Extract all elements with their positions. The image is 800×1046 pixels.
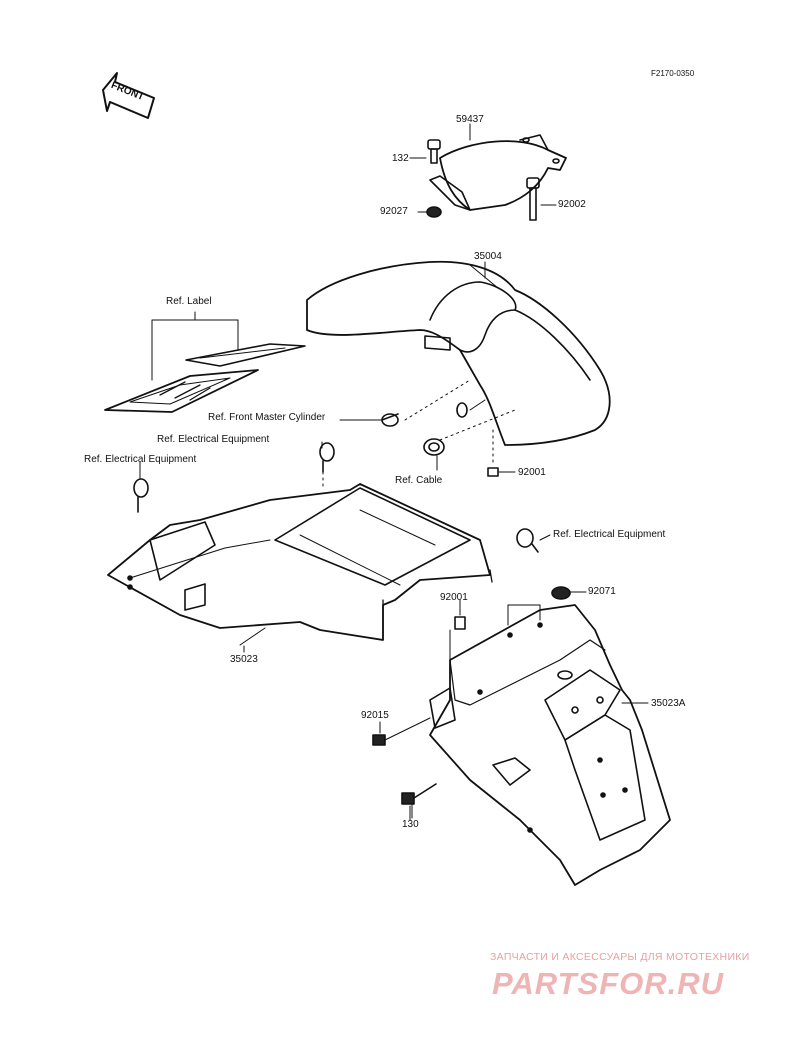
cable-clamp bbox=[381, 379, 516, 456]
bolt-92002 bbox=[526, 177, 557, 221]
watermark-tagline: ЗАПЧАСТИ И АКСЕССУАРЫ ДЛЯ МОТОТЕХНИКИ bbox=[490, 951, 750, 963]
front-fender-35004 bbox=[306, 260, 611, 446]
drawing-code: F2170-0350 bbox=[651, 69, 695, 78]
cover-bracket-59437 bbox=[429, 134, 567, 211]
electrical-clamp-middle bbox=[319, 442, 335, 491]
callout-35023: 35023 bbox=[230, 654, 258, 665]
callout-92015: 92015 bbox=[361, 710, 389, 721]
callout-92001-lower: 92001 bbox=[440, 592, 468, 603]
callout-35023A: 35023A bbox=[651, 698, 686, 709]
electrical-clamp-left bbox=[133, 478, 149, 513]
callout-ref-cable: Ref. Cable bbox=[395, 475, 443, 486]
bolt-92001-upper bbox=[487, 429, 516, 477]
collar-92027 bbox=[417, 206, 442, 218]
callout-59437: 59437 bbox=[456, 114, 484, 125]
watermark-logo: PARTSFOR.RU bbox=[492, 966, 725, 1001]
callout-ref-front-master-cylinder: Ref. Front Master Cylinder bbox=[208, 412, 326, 423]
bolt-132 bbox=[409, 139, 441, 164]
leader-lines bbox=[139, 123, 551, 821]
front-arrow-icon bbox=[102, 72, 155, 119]
callout-ref-electrical-equipment-3: Ref. Electrical Equipment bbox=[553, 529, 666, 540]
callout-130: 130 bbox=[402, 819, 419, 830]
callout-92027: 92027 bbox=[380, 206, 408, 217]
bolt-130 bbox=[401, 783, 437, 819]
inner-fender-35023 bbox=[107, 483, 493, 646]
nut-92015 bbox=[372, 717, 431, 746]
callout-ref-label: Ref. Label bbox=[166, 296, 212, 307]
callout-132: 132 bbox=[392, 153, 409, 164]
electrical-clamp-right bbox=[516, 528, 539, 553]
callout-ref-electrical-equipment-2: Ref. Electrical Equipment bbox=[84, 454, 197, 465]
callout-92001-upper: 92001 bbox=[518, 467, 546, 478]
callout-35004: 35004 bbox=[474, 251, 502, 262]
rear-fender-35023A bbox=[429, 604, 671, 886]
callout-92071: 92071 bbox=[588, 586, 616, 597]
grommet-92071 bbox=[507, 586, 587, 626]
bolt-92001-lower bbox=[454, 599, 466, 630]
ref-label-decals bbox=[104, 319, 306, 413]
callout-ref-electrical-equipment-1: Ref. Electrical Equipment bbox=[157, 434, 270, 445]
callout-92002: 92002 bbox=[558, 199, 586, 210]
